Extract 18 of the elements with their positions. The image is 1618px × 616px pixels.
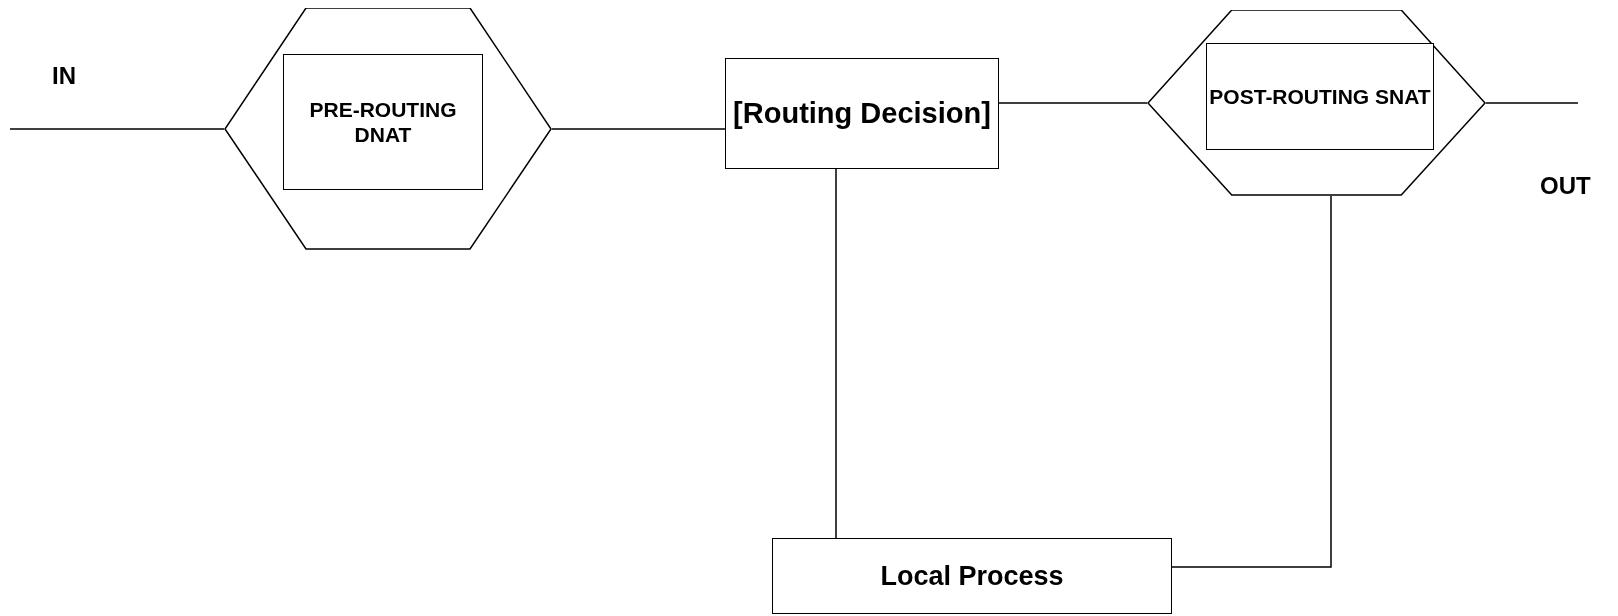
connector-line	[998, 102, 1148, 104]
port-label: OUT	[1540, 172, 1591, 200]
port-label: IN	[52, 62, 76, 90]
connector-line	[9, 128, 225, 130]
process-box	[772, 538, 1172, 614]
connector-line	[551, 128, 726, 130]
process-box	[725, 58, 999, 169]
box-label: Local Process	[880, 559, 1064, 593]
connector-line	[1171, 195, 1332, 568]
process-box	[1206, 43, 1434, 150]
process-box	[283, 54, 483, 190]
box-label: PRE-ROUTING DNAT	[308, 96, 458, 148]
connector-line	[835, 168, 837, 539]
connector-line	[1485, 102, 1579, 104]
hexagon-shape	[1147, 10, 1486, 196]
hexagon-shape	[224, 8, 552, 250]
box-label: [Routing Decision]	[733, 96, 991, 131]
box-label: POST-ROUTING SNAT	[1209, 83, 1431, 110]
